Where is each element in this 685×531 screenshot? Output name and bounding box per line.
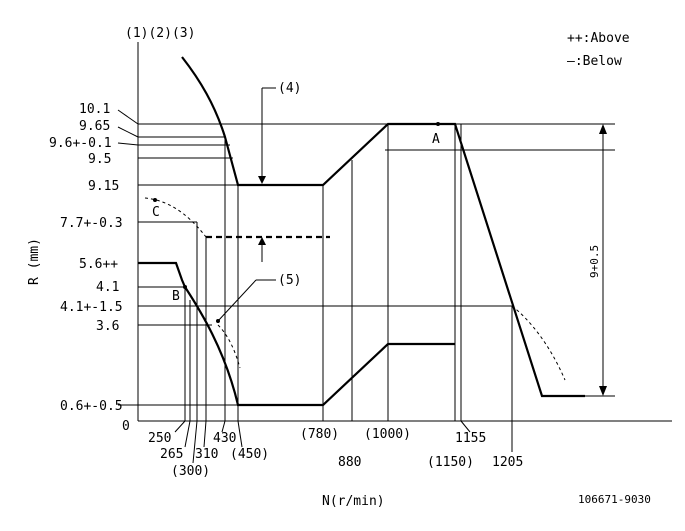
idle-dashed-curve <box>144 197 207 238</box>
point-c-marker <box>153 198 157 202</box>
y-tick-label: 3.6 <box>96 319 119 334</box>
y-tick-label: 10.1 <box>79 102 110 117</box>
leader-line <box>460 420 471 433</box>
leader-line <box>117 109 139 125</box>
callout-4-label: (4) <box>278 81 301 96</box>
leader-line <box>174 420 186 433</box>
point-c-label: C <box>152 205 160 220</box>
point-b-label: B <box>172 289 180 304</box>
x-tick-label: 430 <box>213 431 236 446</box>
point-a-marker <box>436 122 440 126</box>
leader-line <box>203 420 207 448</box>
leader-line <box>221 420 226 433</box>
x-tick-label: 880 <box>338 455 361 470</box>
legend-below: —:Below <box>567 54 622 69</box>
leader-line <box>117 142 139 146</box>
y-axis-title: R (mm) <box>27 238 42 285</box>
dimension-arrow-bottom <box>599 386 607 396</box>
x-tick-label: (300) <box>171 464 210 479</box>
y-tick-label: 0 <box>122 419 130 434</box>
dimension-arrow-top <box>599 124 607 134</box>
y-tick-label: 9.15 <box>88 179 119 194</box>
point-a-label: A <box>432 132 440 147</box>
x-tick-label: (450) <box>230 447 269 462</box>
leader-line <box>184 420 191 448</box>
y-tick-label: 4.1+-1.5 <box>60 300 123 315</box>
legend-above: ++:Above <box>567 31 630 46</box>
x-tick-label: (780) <box>300 427 339 442</box>
y-tick-label: 4.1 <box>96 280 119 295</box>
x-tick-label: 265 <box>160 447 183 462</box>
x-tick-label: (1150) <box>427 455 474 470</box>
x-tick-label: 310 <box>195 447 218 462</box>
reference-numbers: (1)(2)(3) <box>125 26 195 41</box>
callout-4-arrow-up <box>258 237 266 245</box>
y-tick-label: 7.7+-0.3 <box>60 216 123 231</box>
full-load-curve <box>181 56 585 398</box>
y-tick-label: 9.5 <box>88 152 111 167</box>
callout-4-arrow-down <box>258 176 266 184</box>
callout-5-label: (5) <box>278 273 301 288</box>
leader-line <box>117 126 139 138</box>
x-axis-title: N(r/min) <box>322 494 385 509</box>
leader-line <box>237 420 243 448</box>
lower-dashed-curve <box>217 324 241 369</box>
dimension-label: 9+0.5 <box>588 245 601 278</box>
y-tick-label: 0.6+-0.5 <box>60 399 123 414</box>
x-tick-label: 1155 <box>455 431 486 446</box>
leader-line <box>192 420 198 464</box>
x-tick-label: 250 <box>148 431 171 446</box>
x-tick-label: (1000) <box>364 427 411 442</box>
drawing-code: 106671-9030 <box>578 493 651 506</box>
y-tick-label: 9.6+-0.1 <box>49 136 112 151</box>
point-b-marker <box>183 285 187 289</box>
y-tick-label: 5.6++ <box>79 257 118 272</box>
x-tick-label: 1205 <box>492 455 523 470</box>
callout-5-leader <box>217 279 257 322</box>
y-tick-label: 9.65 <box>79 119 110 134</box>
right-dashed-curve <box>511 305 566 381</box>
